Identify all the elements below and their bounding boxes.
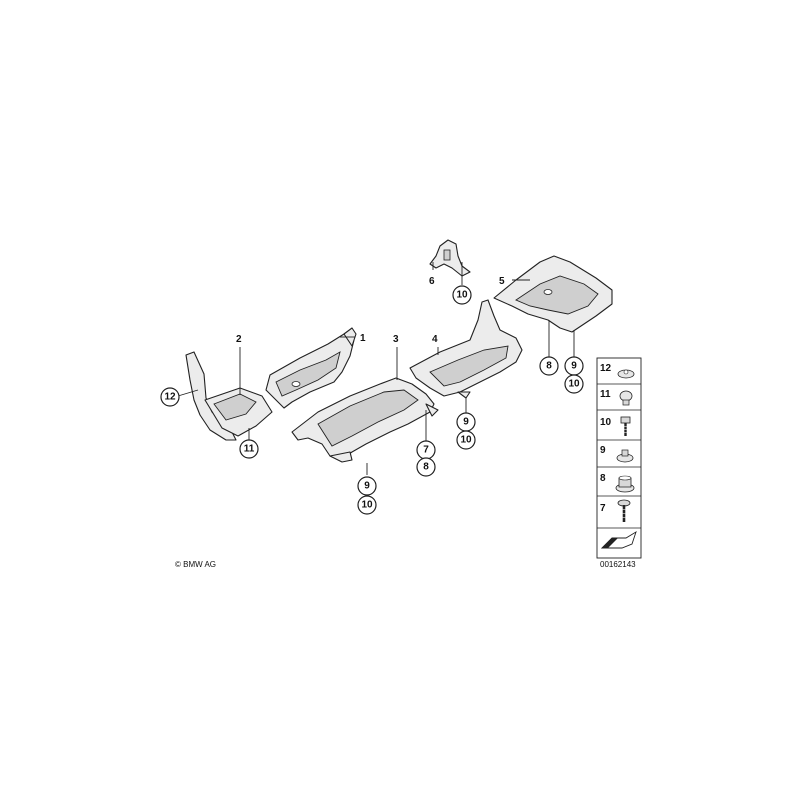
svg-text:10: 10 [460,435,472,446]
direction-arrow-icon [600,530,637,549]
expanding-rivet-icon [619,390,633,406]
diagram-code: 00162143 [600,560,636,569]
legend-num-12: 12 [600,363,612,374]
circled-callout-9-far[interactable]: 9 [564,356,584,376]
spring-nut-icon [616,449,634,463]
heat-shield-bracket-left[interactable] [185,351,273,441]
heat-shield-part-1[interactable] [265,327,357,409]
copyright-text: © BMW AG [175,560,216,569]
svg-text:10: 10 [456,290,468,301]
svg-text:9: 9 [571,361,577,372]
legend-num-7: 7 [600,503,606,514]
circled-callout-9-mid[interactable]: 9 [357,476,377,496]
legend-num-10: 10 [600,417,612,428]
legend-num-9: 9 [600,445,606,456]
svg-text:10: 10 [568,379,580,390]
bracket-part-6[interactable] [429,239,471,277]
circled-callout-8-mid[interactable]: 8 [416,457,436,477]
callout-5[interactable]: 5 [499,276,505,287]
callout-3[interactable]: 3 [393,334,399,345]
circled-callout-10-top[interactable]: 10 [452,285,472,305]
svg-text:8: 8 [423,462,429,473]
heat-shield-part-4[interactable] [409,299,523,399]
callout-2[interactable]: 2 [236,334,242,345]
circled-callout-12-left[interactable]: 12 [160,387,180,407]
circled-callout-9-right[interactable]: 9 [456,412,476,432]
circled-callout-11-left[interactable]: 11 [239,439,259,459]
callout-4[interactable]: 4 [432,334,438,345]
fastener-legend: 12 11 10 9 8 7 [596,357,642,559]
svg-text:10: 10 [361,500,373,511]
circled-callout-10-right[interactable]: 10 [456,430,476,450]
leader-lines [177,262,575,475]
svg-text:11: 11 [244,444,255,455]
heat-shield-part-5[interactable] [493,255,613,333]
circled-callout-8-far[interactable]: 8 [539,356,559,376]
screw-icon [617,499,631,522]
plastic-rivet-icon [617,369,635,379]
callout-6[interactable]: 6 [429,276,435,287]
circled-callout-7-mid[interactable]: 7 [416,440,436,460]
callout-1[interactable]: 1 [360,333,366,344]
legend-num-8: 8 [600,473,606,484]
svg-text:9: 9 [364,481,370,492]
legend-num-11: 11 [600,389,611,400]
svg-text:8: 8 [546,361,552,372]
circled-callout-10-mid[interactable]: 10 [357,495,377,515]
collar-nut-icon [615,475,635,493]
heat-shield-part-3[interactable] [291,377,439,463]
svg-text:7: 7 [423,445,429,456]
svg-text:9: 9 [463,417,469,428]
svg-text:12: 12 [164,392,176,403]
circled-callout-10-far[interactable]: 10 [564,374,584,394]
hex-bolt-icon [620,416,631,436]
